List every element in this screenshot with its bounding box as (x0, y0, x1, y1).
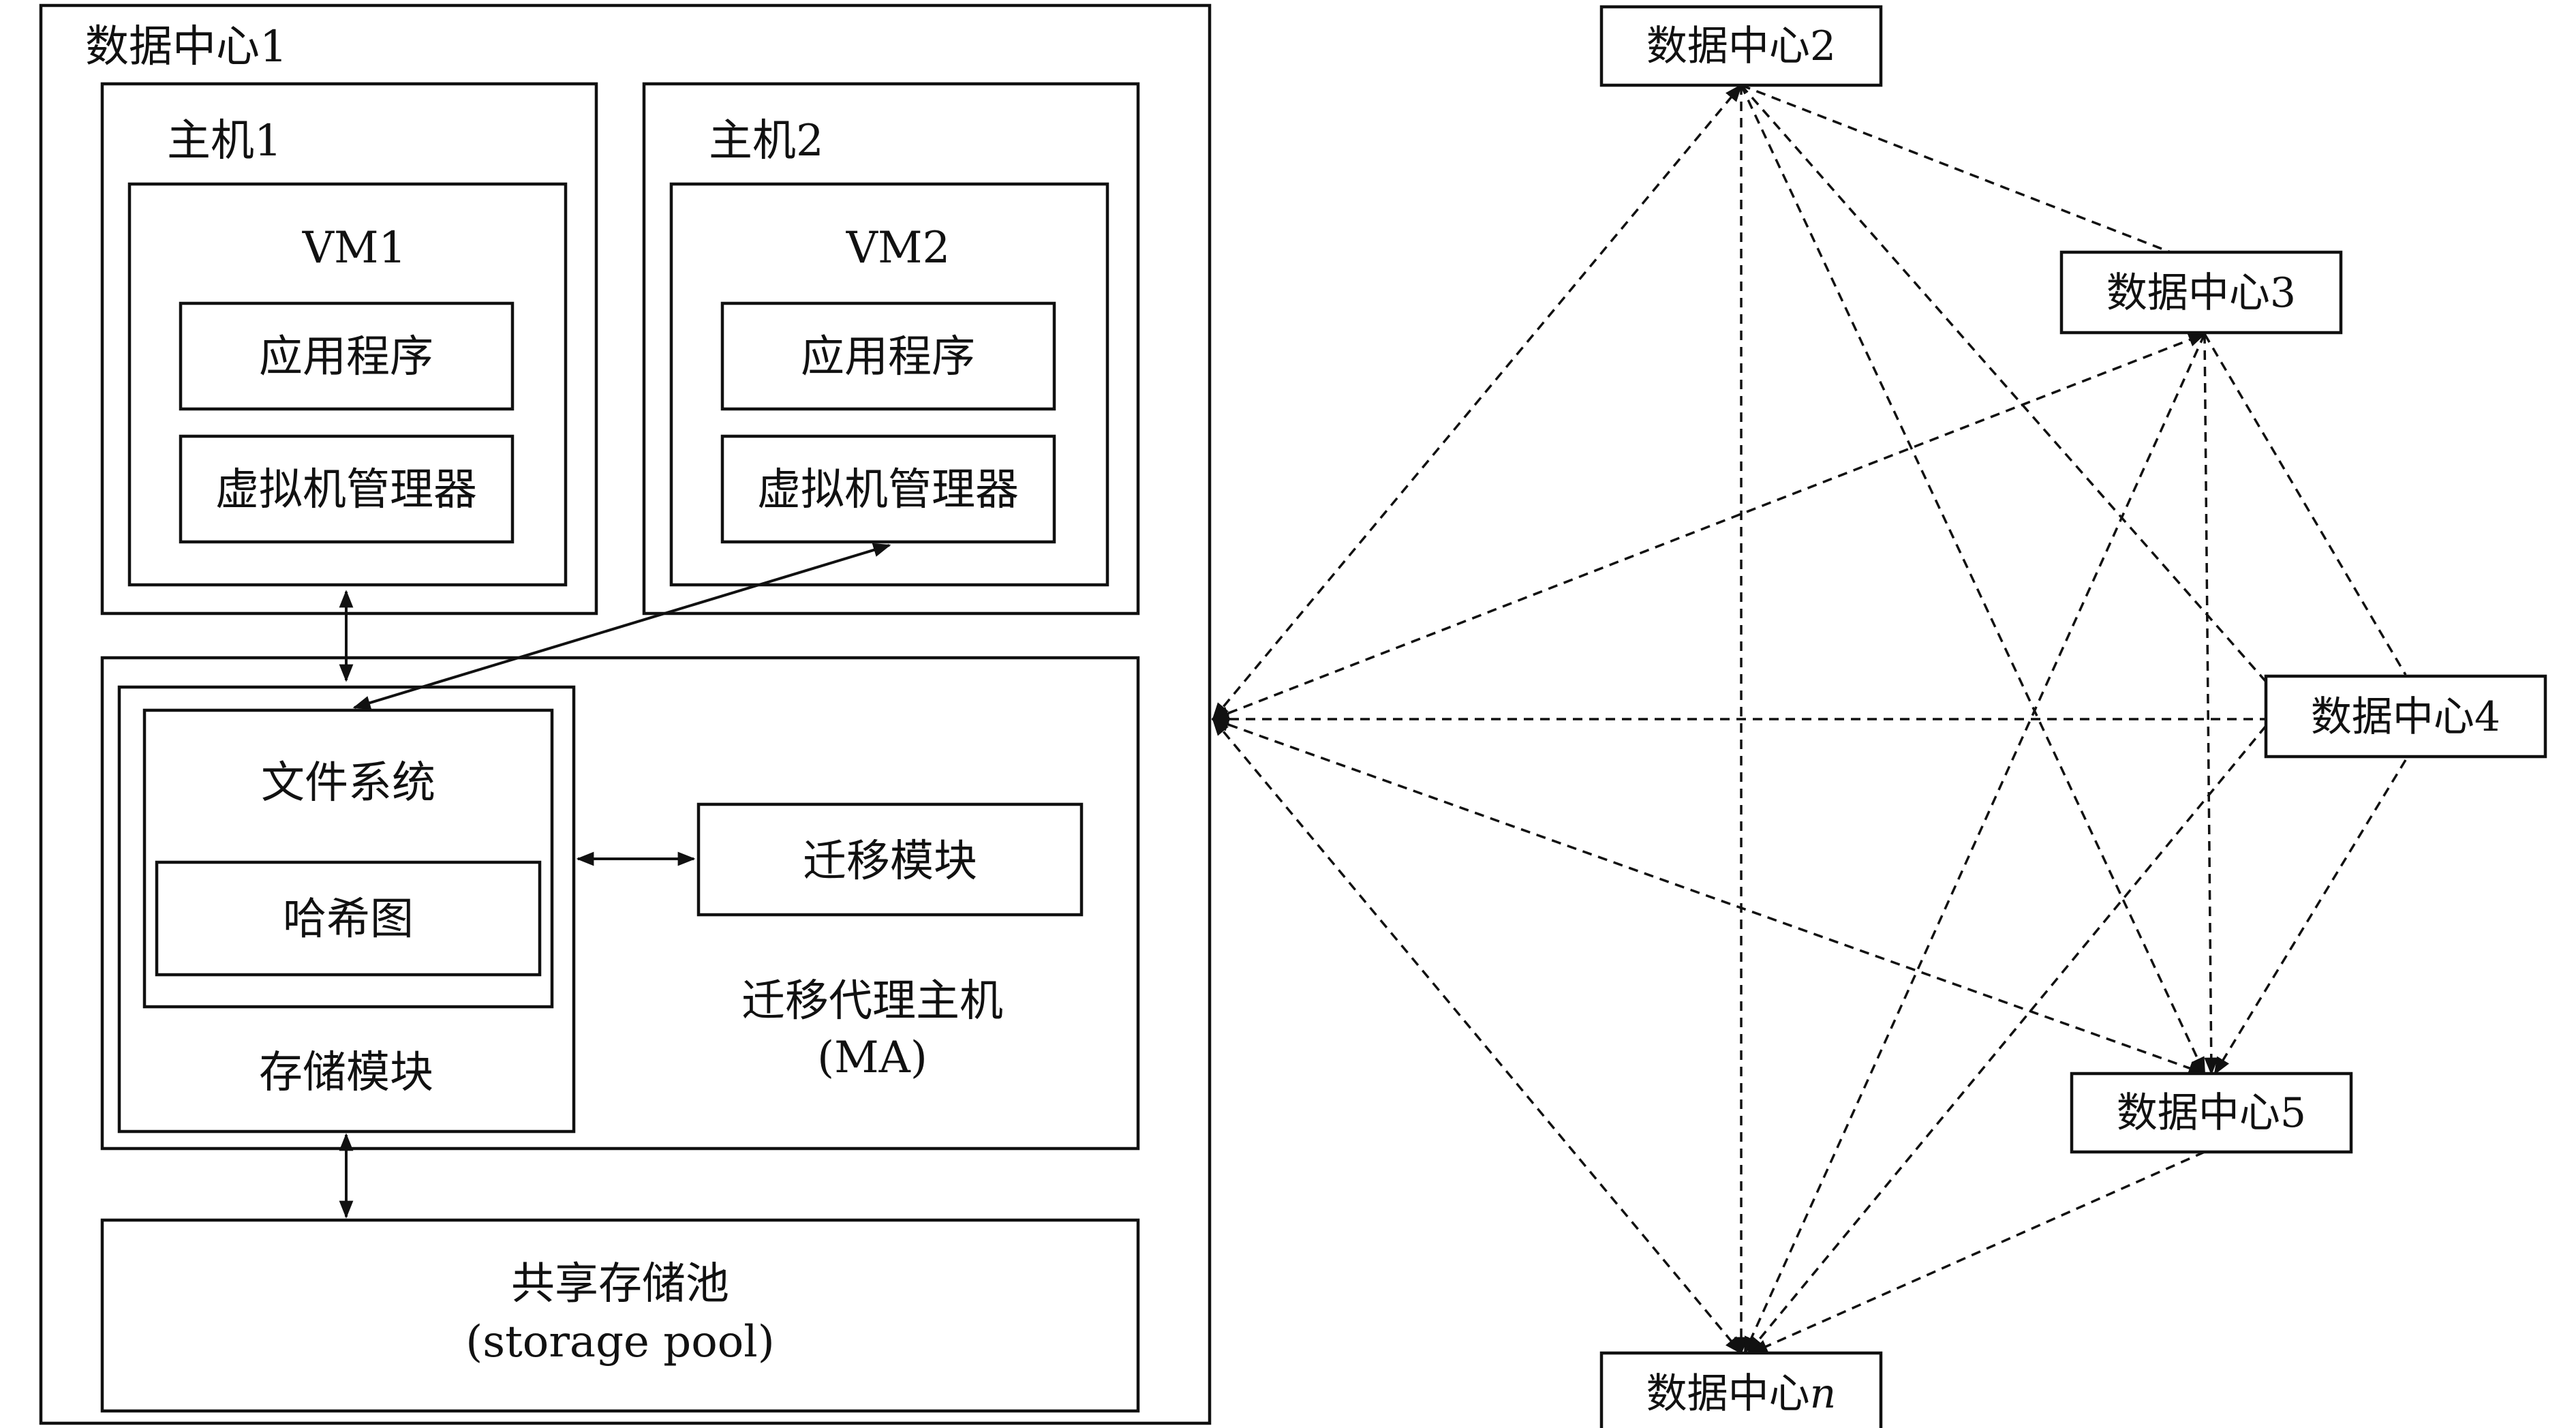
file-system-frame (142, 708, 554, 1009)
shared-storage-pool-box (100, 1218, 1140, 1413)
datacenter-5: 数据中心5 (2070, 1072, 2353, 1154)
migration-module-box (696, 802, 1084, 917)
link-dc4-dcn (1747, 725, 2267, 1355)
link-dc2-dc5 (1740, 85, 2206, 1076)
host-2-frame (642, 82, 1140, 616)
datacenter-3: 数据中心3 (2059, 250, 2343, 335)
vm-1-hypervisor-label: 虚拟机管理器 (215, 465, 477, 515)
link-dc2-dc4 (1740, 84, 2267, 683)
datacenter-3-box (2059, 250, 2343, 335)
vm-1-title: VM1 (302, 223, 406, 273)
shared-storage-pool-label: 共享存储池 (511, 1259, 729, 1309)
vm-2-hypervisor-label: 虚拟机管理器 (757, 465, 1019, 515)
datacenter-n: 数据中心n (1599, 1351, 1883, 1428)
datacenter-2-box (1599, 5, 1883, 87)
file-system-label: 文件系统 (261, 758, 435, 808)
vm-2-hypervisor-box (720, 434, 1056, 544)
arrow-hypervisor2-storage (352, 543, 891, 710)
datacenter-4: 数据中心4 (2264, 674, 2547, 759)
vm-2-app-box (720, 301, 1056, 411)
link-dc4-dc5 (2213, 759, 2407, 1076)
link-dc3-dc5 (2203, 333, 2219, 1076)
link-dc5-dcn (1749, 1151, 2205, 1354)
link-dc2-dc3 (1741, 84, 2171, 254)
host-1-title: 主机1 (167, 116, 282, 166)
link-dc1-dcn (1212, 718, 1743, 1354)
datacenter-3-label: 数据中心3 (2106, 269, 2296, 317)
link-dc3-dcn (1743, 333, 2206, 1355)
host-2-title: 主机2 (709, 116, 824, 166)
datacenter-2: 数据中心2 (1599, 5, 1883, 87)
link-dc3-dc4 (2203, 333, 2407, 675)
datacenter-5-label: 数据中心5 (2117, 1089, 2306, 1137)
link-dc1-dc2 (1212, 84, 1743, 720)
datacenter-n-box (1599, 1351, 1883, 1428)
vm-1-hypervisor-box (179, 434, 515, 544)
migration-agent-abbrev: (MA) (817, 1033, 927, 1083)
migration-module-label: 迁移模块 (803, 836, 977, 887)
hash-map-box (155, 860, 542, 977)
host-1: 主机1 VM1 应用程序 虚拟机管理器 (100, 82, 598, 616)
datacenter-2-label: 数据中心2 (1646, 22, 1836, 70)
vm-1-app-box (179, 301, 515, 411)
vm-2-app-label: 应用程序 (801, 332, 975, 382)
datacenter-1-frame (39, 3, 1212, 1425)
storage-module-frame (117, 685, 576, 1134)
datacenter-mesh-links (1211, 84, 2407, 1355)
storage-module-label: 存储模块 (259, 1048, 433, 1098)
datacenter-4-label: 数据中心4 (2311, 693, 2500, 741)
vm-1-frame (127, 182, 568, 587)
migration-agent-host: 文件系统 哈希图 存储模块 迁移模块 迁移代理主机 (MA) (100, 656, 1140, 1151)
shared-storage-pool-sublabel: (storage pool) (465, 1317, 774, 1367)
vm-2-title: VM2 (846, 223, 950, 273)
link-dc1-dc3 (1211, 333, 2207, 720)
datacenter-1: 数据中心1 主机1 VM1 应用程序 虚拟机管理器 主机2 VM2 应用程序 虚… (39, 3, 1212, 1425)
host-2: 主机2 VM2 应用程序 虚拟机管理器 (642, 82, 1140, 616)
hash-map-label: 哈希图 (283, 894, 414, 945)
migration-agent-label: 迁移代理主机 (741, 976, 1003, 1027)
datacenter-5-box (2070, 1072, 2353, 1154)
shared-storage-pool: 共享存储池 (storage pool) (100, 1218, 1140, 1413)
vm-1-app-label: 应用程序 (259, 332, 433, 382)
datacenter-4-box (2264, 674, 2547, 759)
datacenter-1-title: 数据中心1 (85, 22, 288, 72)
datacenter-n-label: 数据中心n (1646, 1370, 1837, 1418)
